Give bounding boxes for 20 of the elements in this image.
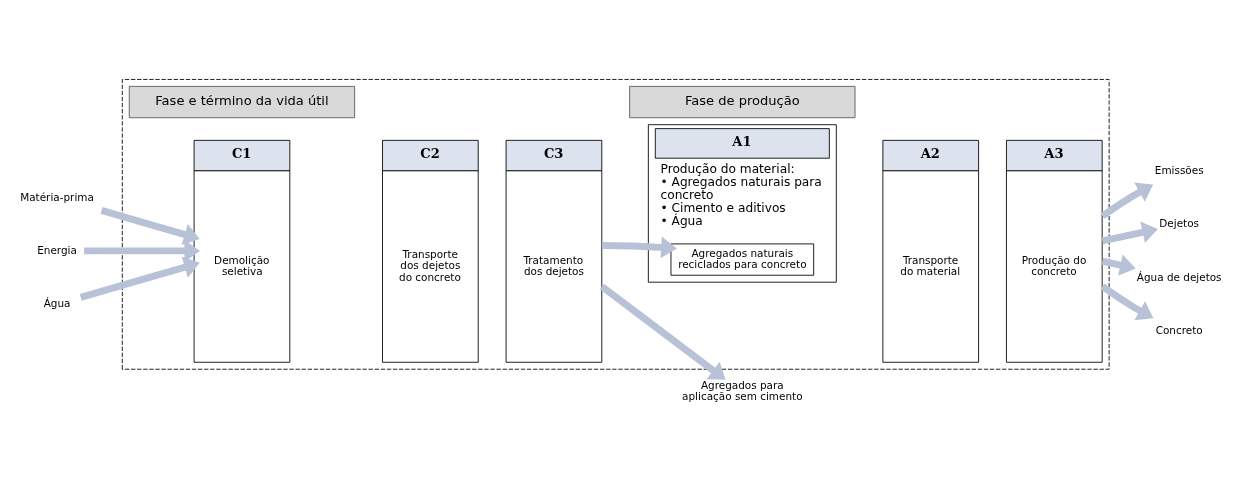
arrow: [601, 236, 677, 258]
arrow: [1100, 182, 1154, 219]
node-box: Fase e término da vida útil: [128, 85, 356, 118]
node-text: Concreto: [1155, 323, 1203, 336]
node-box: Agregados naturais reciclados para concreto: [670, 243, 815, 276]
arrow: [100, 206, 200, 245]
arrow: [79, 256, 200, 301]
node-text: Energia: [37, 243, 77, 256]
node-text: Água de dejetos: [1136, 270, 1222, 283]
node-text: Dejetos: [1159, 216, 1200, 229]
arrow: [1100, 283, 1154, 320]
arrow: [1101, 221, 1158, 244]
node-text: Água: [43, 296, 71, 309]
node-text: Matéria-prima: [20, 189, 94, 202]
node-text: Agregados para aplicação sem cimento: [682, 378, 803, 402]
node-text: Emissões: [1154, 163, 1204, 176]
node-box: Fase de produção: [629, 85, 856, 118]
cluster: [121, 78, 1110, 370]
arrow: [599, 283, 726, 380]
arrow: [1101, 253, 1136, 276]
